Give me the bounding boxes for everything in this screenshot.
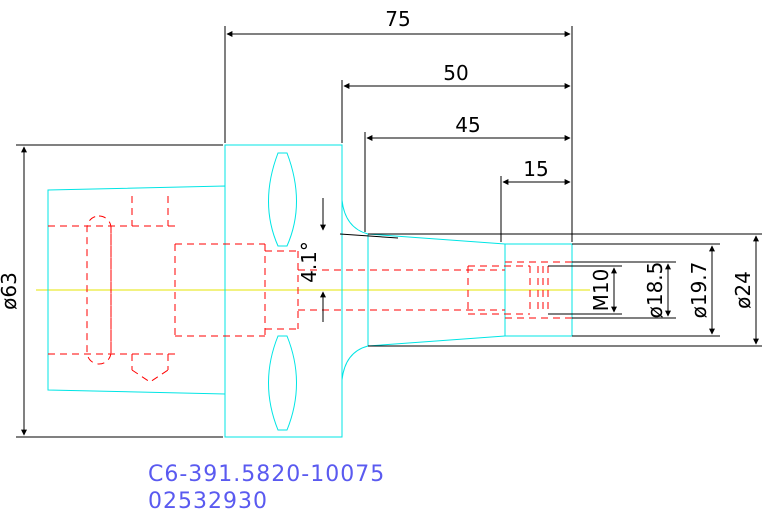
dim-d18-5: ø18.5 bbox=[643, 262, 667, 319]
dim-d19-7: ø19.7 bbox=[687, 262, 711, 319]
dim-75: 75 bbox=[385, 7, 410, 31]
order-number: 02532930 bbox=[148, 489, 268, 514]
dim-50: 50 bbox=[443, 61, 468, 85]
dimension-lines bbox=[16, 26, 762, 438]
dim-d63: ø63 bbox=[0, 272, 21, 310]
dim-45: 45 bbox=[455, 113, 480, 137]
dim-15: 15 bbox=[523, 157, 548, 181]
dim-d24: ø24 bbox=[731, 271, 755, 309]
part-number: C6-391.5820-10075 bbox=[148, 462, 386, 487]
dim-m10: M10 bbox=[589, 269, 613, 312]
part-outline bbox=[47, 144, 573, 438]
hidden-lines bbox=[48, 196, 572, 383]
dim-angle: 4.1° bbox=[297, 241, 321, 283]
